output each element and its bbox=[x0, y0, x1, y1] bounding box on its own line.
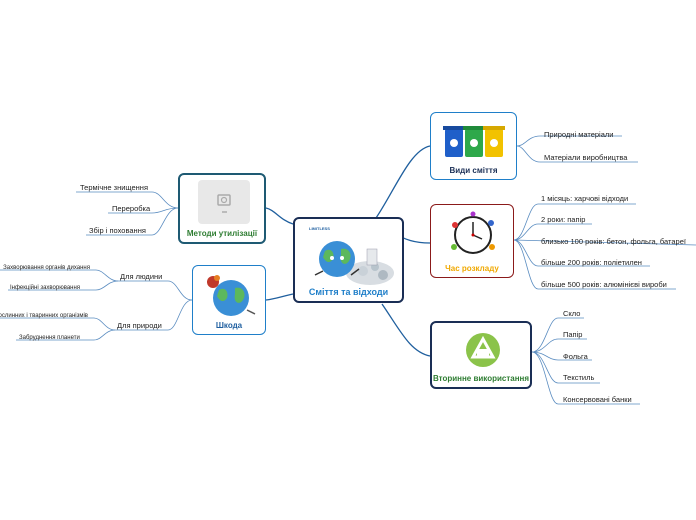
types-leaf[interactable]: Матеріали виробництва bbox=[544, 153, 628, 162]
camera-icon bbox=[217, 194, 231, 213]
recycle-leaf[interactable]: Фольга bbox=[563, 352, 588, 361]
harm-sub-label[interactable]: Для природи bbox=[117, 321, 162, 330]
time-leaf[interactable]: більше 500 років: алюмінієві вироби bbox=[541, 280, 667, 289]
clock-icon bbox=[451, 211, 495, 254]
recycle-bins-icon bbox=[443, 126, 505, 157]
methods-leaf[interactable]: Збір і поховання bbox=[89, 226, 146, 235]
harm-leaf[interactable]: Захворювання органів дихання bbox=[3, 265, 90, 271]
central-title: Сміття та відходи bbox=[308, 287, 389, 297]
types-leaf[interactable]: Природні матеріали bbox=[544, 130, 614, 139]
polluted-earth-icon bbox=[207, 275, 256, 316]
recycle-node[interactable]: Вторинне використання bbox=[430, 321, 532, 389]
logo-label: LIMITLESS bbox=[309, 226, 330, 231]
methods-leaf[interactable]: Термічне знищення bbox=[80, 183, 149, 192]
harm-node[interactable]: Шкода bbox=[192, 265, 266, 335]
methods-leaf[interactable]: Переробка bbox=[112, 204, 151, 213]
time-leaf[interactable]: 2 роки: папір bbox=[541, 215, 586, 224]
recycle-leaf[interactable]: Консервовані банки bbox=[563, 395, 632, 404]
central-node[interactable]: LIMITLESS Сміття та відходи bbox=[293, 217, 404, 303]
recycle-leaf[interactable]: Папір bbox=[563, 330, 583, 339]
recycle-arrows-icon bbox=[466, 333, 500, 367]
harm-sub-label[interactable]: Для людини bbox=[120, 272, 163, 281]
harm-leaf[interactable]: Забруднення планети bbox=[19, 335, 80, 341]
methods-title: Методи утилізації bbox=[186, 229, 258, 238]
image-placeholder bbox=[198, 180, 250, 224]
recycle-title: Вторинне використання bbox=[432, 374, 530, 383]
harm-leaf[interactable]: Інфекційні захворювання bbox=[10, 285, 81, 291]
harm-leaf[interactable]: Загибель рослинних і тваринних організмі… bbox=[0, 313, 88, 319]
recycle-leaf[interactable]: Скло bbox=[563, 309, 581, 318]
methods-node[interactable]: Методи утилізації bbox=[178, 173, 266, 244]
types-node[interactable]: Види сміття bbox=[430, 112, 517, 180]
time-title: Час розкладу bbox=[445, 264, 499, 273]
earth-trash-icon bbox=[314, 241, 394, 285]
time-leaf[interactable]: близько 100 років: бетон, фольга, батаре… bbox=[541, 237, 686, 246]
recycle-leaf[interactable]: Текстиль bbox=[563, 373, 595, 382]
time-leaf[interactable]: більше 200 років: поліетилен bbox=[541, 258, 642, 267]
harm-title: Шкода bbox=[215, 321, 243, 330]
types-title: Види сміття bbox=[449, 166, 498, 175]
time-node[interactable]: Час розкладу bbox=[430, 204, 514, 278]
time-leaf[interactable]: 1 місяць: харчові відходи bbox=[541, 194, 629, 203]
